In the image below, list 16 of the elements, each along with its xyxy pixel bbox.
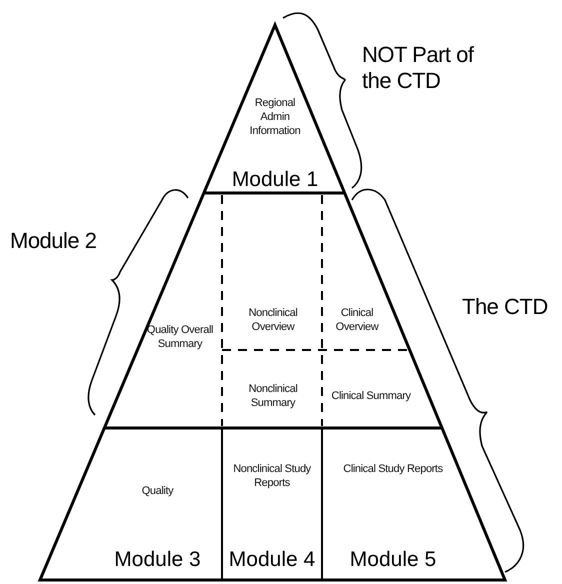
section-label: Quality (142, 484, 174, 498)
section-label: Nonclinical Study Reports (232, 462, 312, 490)
module-title: Module 4 (228, 548, 316, 572)
section-label: Regional Admin Information (248, 96, 302, 138)
section-label: Clinical Summary (331, 389, 411, 403)
section-label: Nonclinical Overview (248, 306, 298, 334)
section-label: Quality Overall Summary (146, 323, 214, 351)
bracket-label: NOT Part of the CTD (362, 42, 475, 94)
bracket-label: The CTD (462, 294, 549, 320)
module-title: Module 5 (350, 548, 436, 572)
section-label: Clinical Overview (334, 306, 380, 334)
module-title: Module 1 (232, 168, 318, 192)
module-title: Module 3 (114, 548, 201, 572)
bracket-label: Module 2 (10, 228, 98, 254)
section-label: Clinical Study Reports (343, 462, 443, 476)
section-label: Nonclinical Summary (248, 382, 298, 410)
